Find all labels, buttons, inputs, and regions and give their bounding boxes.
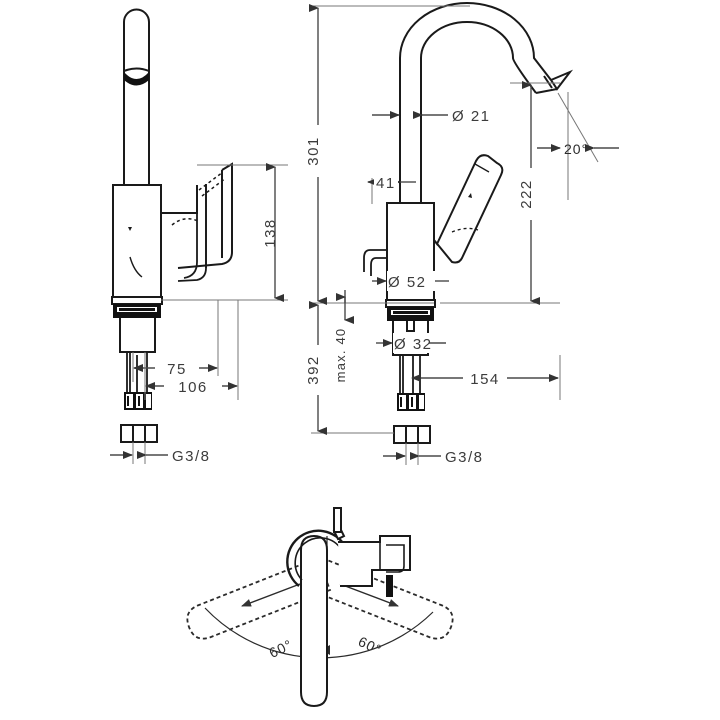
lever-side-profile (177, 184, 207, 282)
spout-plan-centre (300, 534, 328, 708)
dim-g38-right-label: G3/8 (445, 449, 484, 466)
lever-plan-stem (333, 507, 342, 533)
dim-41: 41 (367, 172, 416, 204)
plan-swivel-view: 60° 60° (186, 507, 454, 708)
dim-222-label: 222 (518, 179, 535, 209)
spout-side-profile (123, 8, 150, 185)
spout-ghost-left (186, 556, 332, 640)
dim-angle-20: 20° (537, 92, 619, 200)
spout-front-profile (399, 2, 574, 203)
side-elevation-view: 138 75 106 (110, 8, 288, 465)
dim-392-label: 392 (305, 355, 322, 385)
dim-angle-60-left-label: 60° (266, 636, 295, 661)
g38-connectors-front (393, 425, 431, 444)
dim-max40-label: max. 40 (333, 328, 348, 383)
dim-75-label: 75 (167, 361, 187, 378)
lever-front-detail (451, 163, 490, 233)
lever-side-handle (177, 162, 233, 269)
body-side-tab (363, 249, 387, 276)
dim-d21-label: Ø 21 (452, 108, 491, 125)
dim-154-label: 154 (470, 371, 500, 388)
hose-crimps-front (397, 393, 425, 411)
lever-plan-tab (386, 575, 393, 597)
lever-plan-inner (379, 542, 405, 573)
dim-75: 75 (132, 300, 219, 382)
dim-392: 392 (305, 301, 394, 435)
dim-angle-20-label: 20° (564, 141, 588, 157)
g38-connectors-side (120, 424, 158, 443)
dim-154: 154 (411, 355, 561, 400)
hose-crimps-side (124, 392, 152, 410)
shank-side (119, 318, 156, 353)
dim-d32: Ø 32 (376, 333, 446, 353)
dim-d52: Ø 52 (372, 271, 449, 291)
dim-222: 222 (440, 81, 560, 305)
dim-g38-left: G3/8 (110, 442, 211, 465)
escutcheon-plan (286, 529, 347, 587)
dim-106-label: 106 (178, 379, 208, 396)
body-engraving (128, 227, 143, 278)
dim-g38-left-label: G3/8 (172, 448, 211, 465)
spout-ghost-right (308, 556, 454, 640)
lever-side-dashed (171, 171, 227, 226)
dim-41-label: 41 (376, 175, 396, 192)
dim-angle-60-right-label: 60° (356, 633, 385, 658)
dim-106: 106 (144, 300, 239, 400)
lever-plan (332, 526, 411, 587)
dim-301: 301 (305, 4, 470, 305)
swivel-arrows (241, 583, 399, 607)
dim-301-label: 301 (305, 136, 322, 166)
dim-max40: max. 40 (333, 290, 354, 383)
front-elevation-view: 301 222 Ø 21 (305, 2, 619, 466)
dim-138-label: 138 (262, 218, 279, 248)
lever-front-profile (433, 154, 504, 264)
dim-d32-label: Ø 32 (394, 336, 433, 353)
dim-angle-60-left: 60° (266, 636, 295, 661)
dim-d21: Ø 21 (372, 108, 491, 125)
aerator-band (123, 67, 150, 86)
dim-g38-right: G3/8 (383, 443, 484, 466)
dim-angle-60-right: 60° (356, 633, 385, 658)
escutcheon-plan-inner (294, 537, 342, 581)
escutcheon-side (111, 296, 163, 318)
dim-138: 138 (161, 163, 288, 302)
dim-d52-label: Ø 52 (388, 274, 427, 291)
